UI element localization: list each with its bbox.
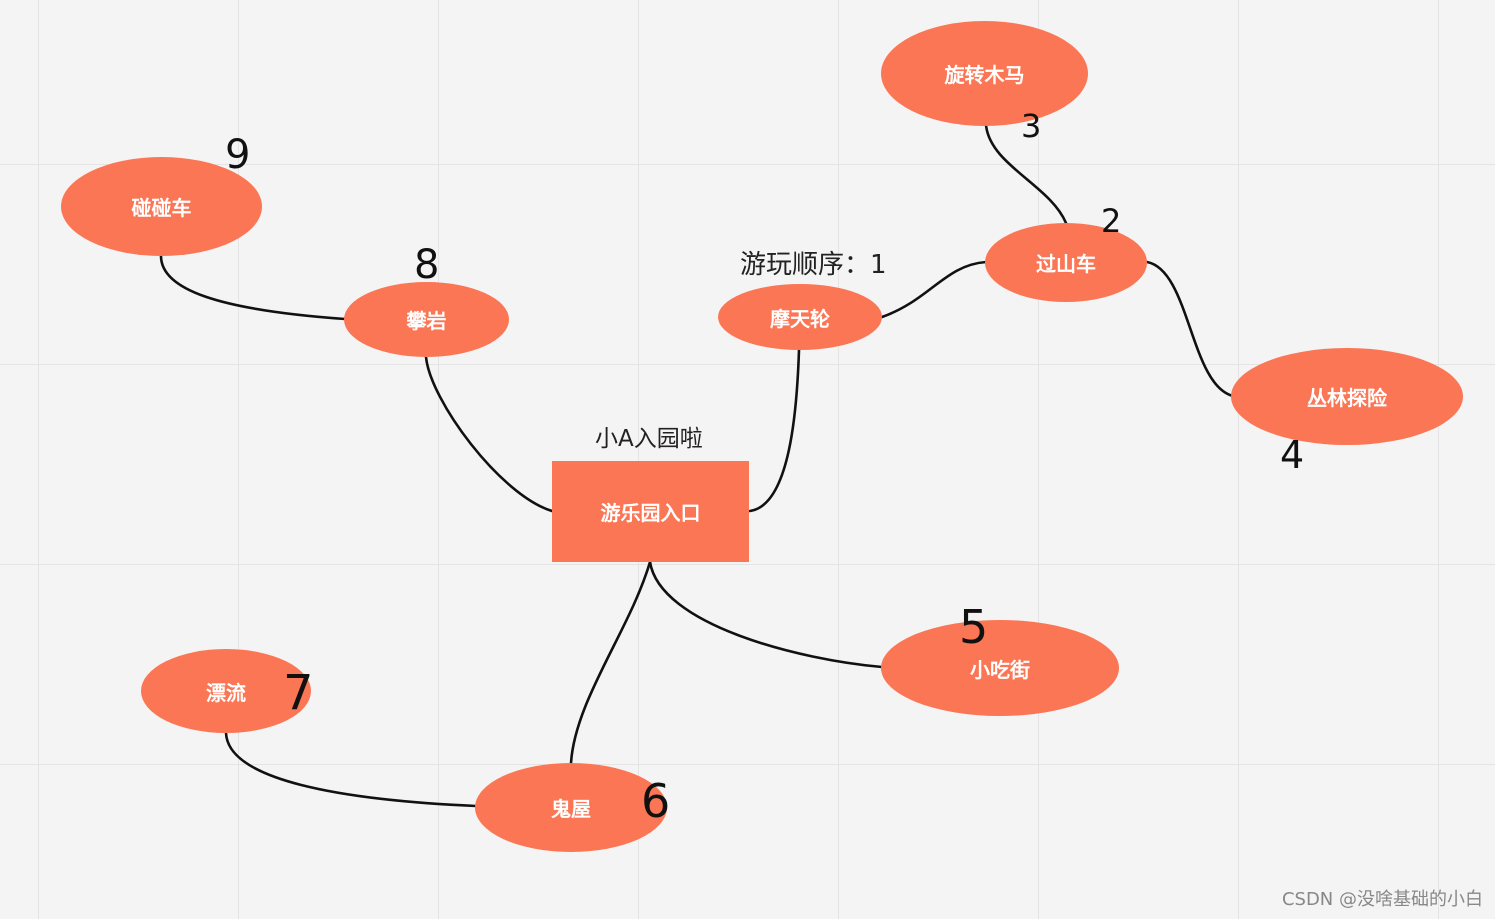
node-entrance[interactable]: 游乐园入口 [552, 461, 749, 562]
order-number-climbing: 8 [414, 242, 440, 288]
order-number-rafting: 7 [283, 665, 314, 721]
connector-entrance-ferris-wheel [748, 348, 801, 513]
node-rafting[interactable]: 漂流 [141, 649, 311, 733]
order-number-snack-street: 5 [959, 600, 989, 654]
connector-entrance-climbing [424, 355, 554, 513]
order-number-bumper-cars: 9 [225, 132, 251, 178]
order-number-roller-coaster: 2 [1101, 202, 1122, 240]
order-number-jungle: 4 [1280, 433, 1305, 477]
node-roller-coaster[interactable]: 过山车 [985, 223, 1147, 302]
root-caption: 小A入园啦 [595, 426, 703, 452]
node-carousel[interactable]: 旋转木马 [881, 21, 1088, 126]
order-number-carousel: 3 [1021, 107, 1042, 145]
order-number-haunted-house: 6 [641, 774, 671, 828]
node-bumper-cars[interactable]: 碰碰车 [61, 157, 262, 256]
node-ferris-wheel[interactable]: 摩天轮 [718, 284, 882, 350]
connector-roller-coaster-jungle [1145, 260, 1235, 398]
connector-roller-coaster-carousel [984, 123, 1068, 225]
connector-entrance-snack-street [648, 560, 884, 669]
connector-climbing-bumper-cars [159, 253, 347, 321]
order-caption: 游玩顺序：1 [740, 250, 887, 280]
connector-haunted-house-rafting [224, 731, 478, 808]
connector-ferris-wheel-roller-coaster [880, 260, 988, 319]
watermark: CSDN @没啥基础的小白 [1281, 889, 1483, 910]
node-snack-street[interactable]: 小吃街 [881, 620, 1119, 716]
connector-entrance-haunted-house [569, 560, 652, 765]
node-jungle[interactable]: 丛林探险 [1231, 348, 1463, 445]
node-climbing[interactable]: 攀岩 [344, 282, 509, 357]
node-haunted-house[interactable]: 鬼屋 [475, 763, 667, 852]
